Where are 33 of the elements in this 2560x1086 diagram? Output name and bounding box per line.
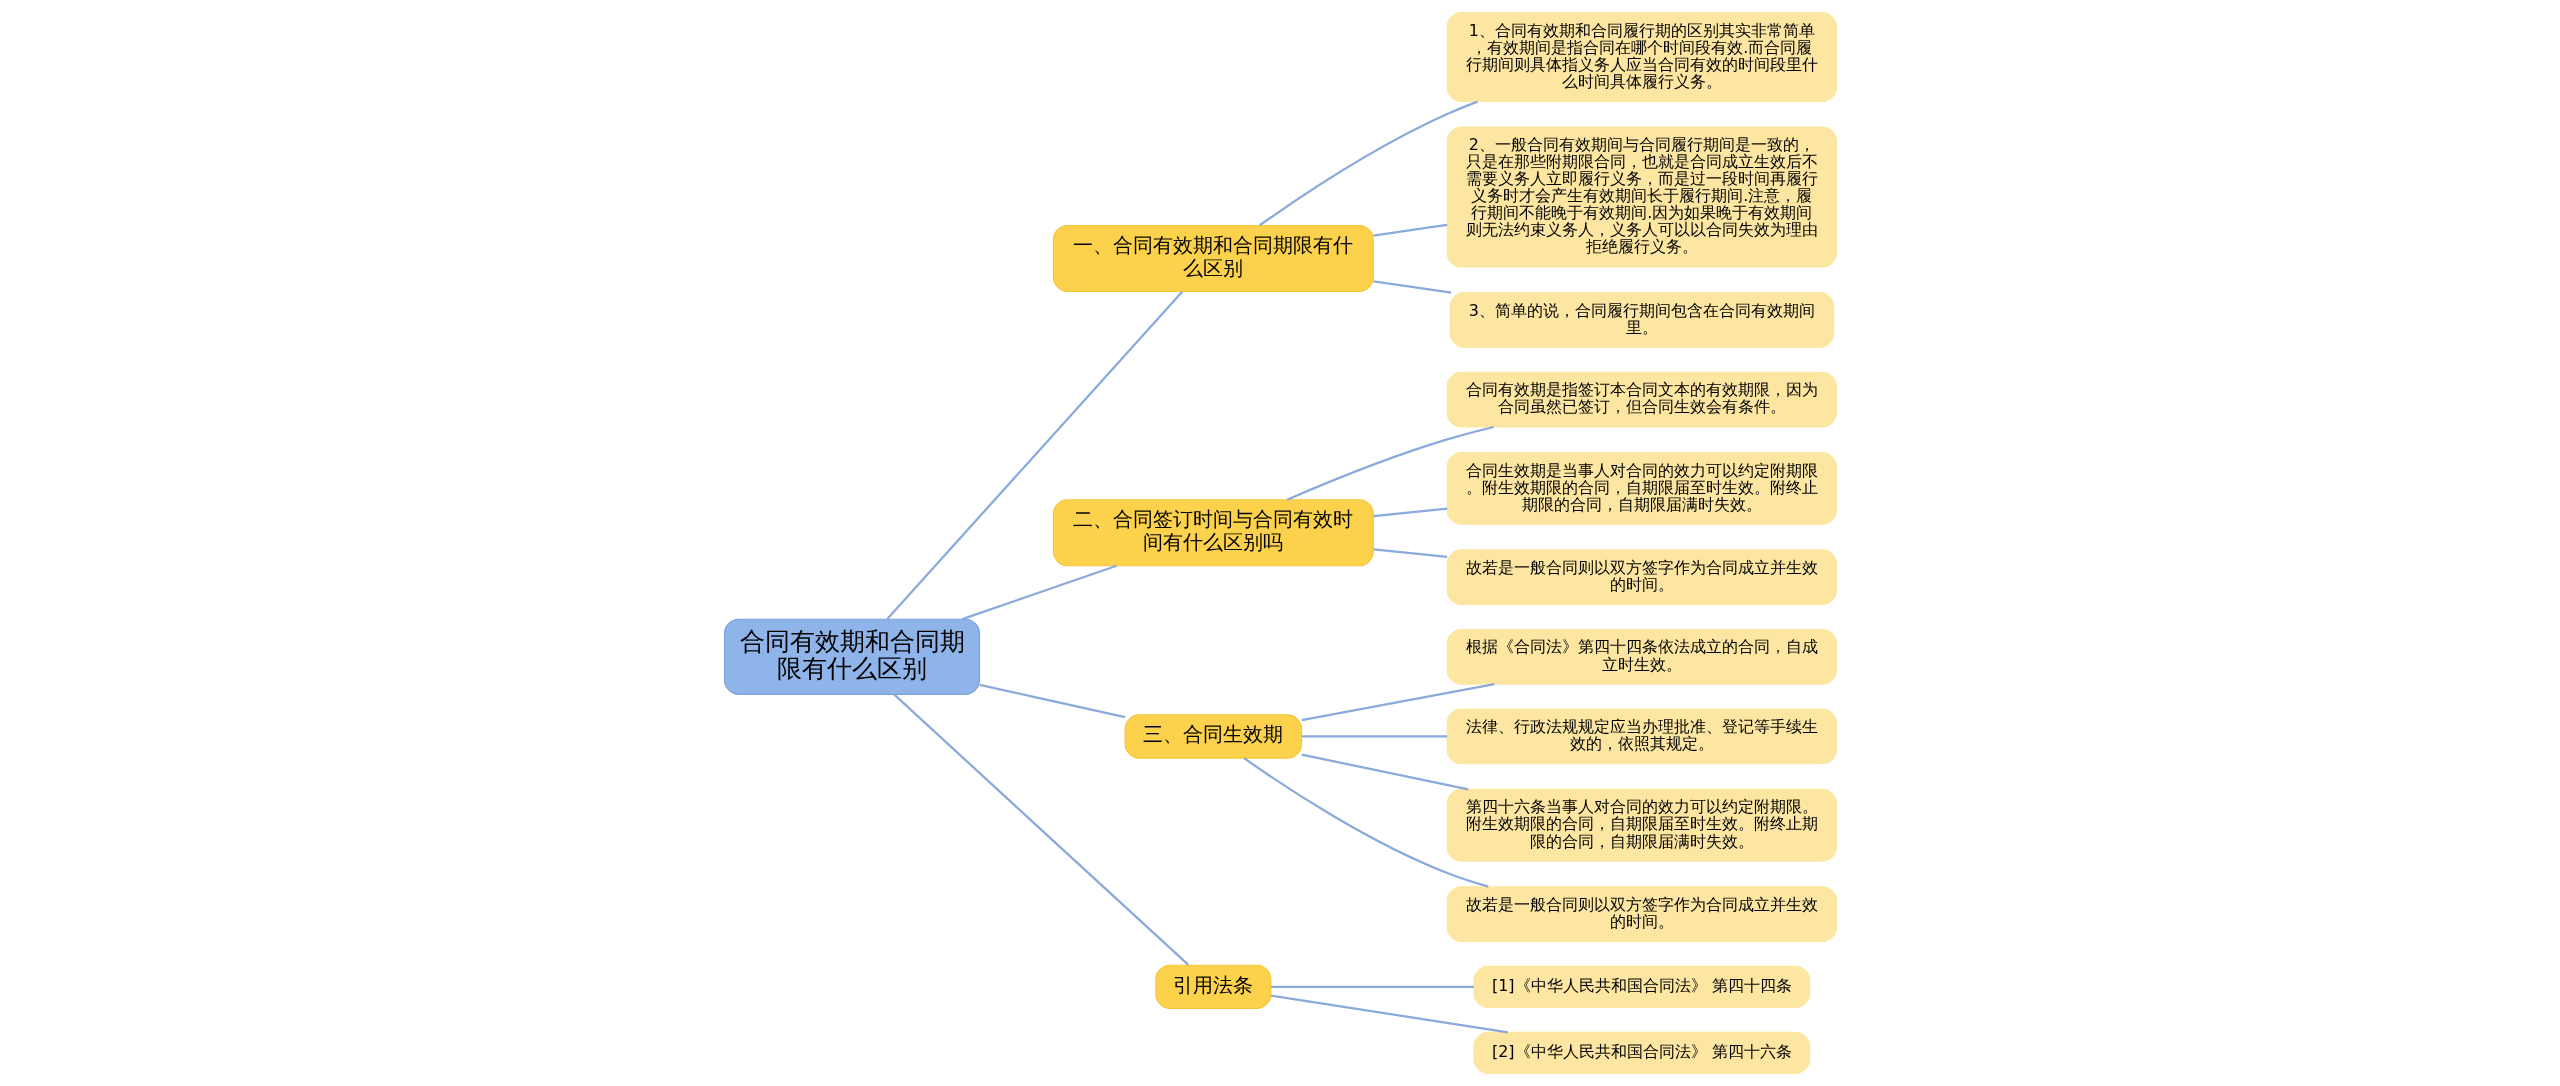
connector [1301, 753, 1468, 791]
connector [979, 683, 1125, 719]
node-box: 一、合同有效期和合同期限有什么区别 [1052, 224, 1374, 293]
node-box: 1、合同有效期和合同履行期的区别其实非常简单，有效期间是指合同在哪个时间段有效.而合同履行期间则具体指义务人应当合同有效的时间段里什么时间具体履行义务。 [1446, 12, 1837, 102]
node-box: 合同生效期是当事人对合同的效力可以约定附期限。附生效期限的合同，自期限届至时生效。附终止期限的合同，自期限届满时失效。 [1446, 451, 1837, 525]
node-box: 根据《合同法》第四十四条依法成立的合同，自成立时生效。 [1446, 628, 1837, 685]
node-box: 第四十六条当事人对合同的效力可以约定附期限。附生效期限的合同，自期限届至时生效。附终止期限的合同，自期限届满时失效。 [1446, 788, 1837, 862]
node-box: 二、合同签订时间与合同有效时间有什么区别吗 [1052, 499, 1374, 567]
node-box: 合同有效期是指签订本合同文本的有效期限，因为合同虽然已签订，但合同生效会有条件。 [1446, 371, 1837, 428]
node-box: [1]《中华人民共和国合同法》 第四十四条 [1472, 965, 1810, 1008]
node-box: 3、简单的说，合同履行期间包含在合同有效期间里。 [1449, 292, 1834, 348]
connector [1270, 994, 1508, 1034]
node-box: 合同有效期和合同期限有什么区别 [723, 618, 980, 695]
node-box: 2、一般合同有效期间与合同履行期间是一致的，只是在那些附期限合同，也就是合同成立生效后不需要义务人立即履行义务，而是过一段时间再履行义务时才会产生有效期间长于履行期间.注意，履行期间不能晚于有效期间.因为如果晚于有效期间则无法约束义务人，义务人可以以合同失效为理由拒绝履行义务。 [1446, 126, 1837, 268]
node-box: 引用法条 [1154, 964, 1271, 1010]
connector [1372, 280, 1451, 294]
connector [1372, 507, 1447, 518]
connector [885, 290, 1183, 620]
connector [1286, 425, 1494, 501]
connector [1242, 757, 1489, 888]
connector [893, 693, 1189, 966]
connector [1372, 548, 1447, 559]
connector [961, 564, 1117, 621]
node-box: 法律、行政法规规定应当办理批准、登记等手续生效的，依照其规定。 [1446, 708, 1837, 765]
connector [1372, 223, 1447, 237]
node-box: 故若是一般合同则以双方签字作为合同成立并生效的时间。 [1446, 549, 1837, 606]
node-box: 故若是一般合同则以双方签字作为合同成立并生效的时间。 [1446, 886, 1837, 942]
connector [1270, 985, 1474, 988]
node-box: [2]《中华人民共和国合同法》 第四十六条 [1472, 1031, 1810, 1074]
connector [1258, 100, 1478, 227]
connector [1301, 735, 1447, 738]
node-box: 三、合同生效期 [1124, 714, 1302, 759]
connector [1301, 683, 1495, 722]
